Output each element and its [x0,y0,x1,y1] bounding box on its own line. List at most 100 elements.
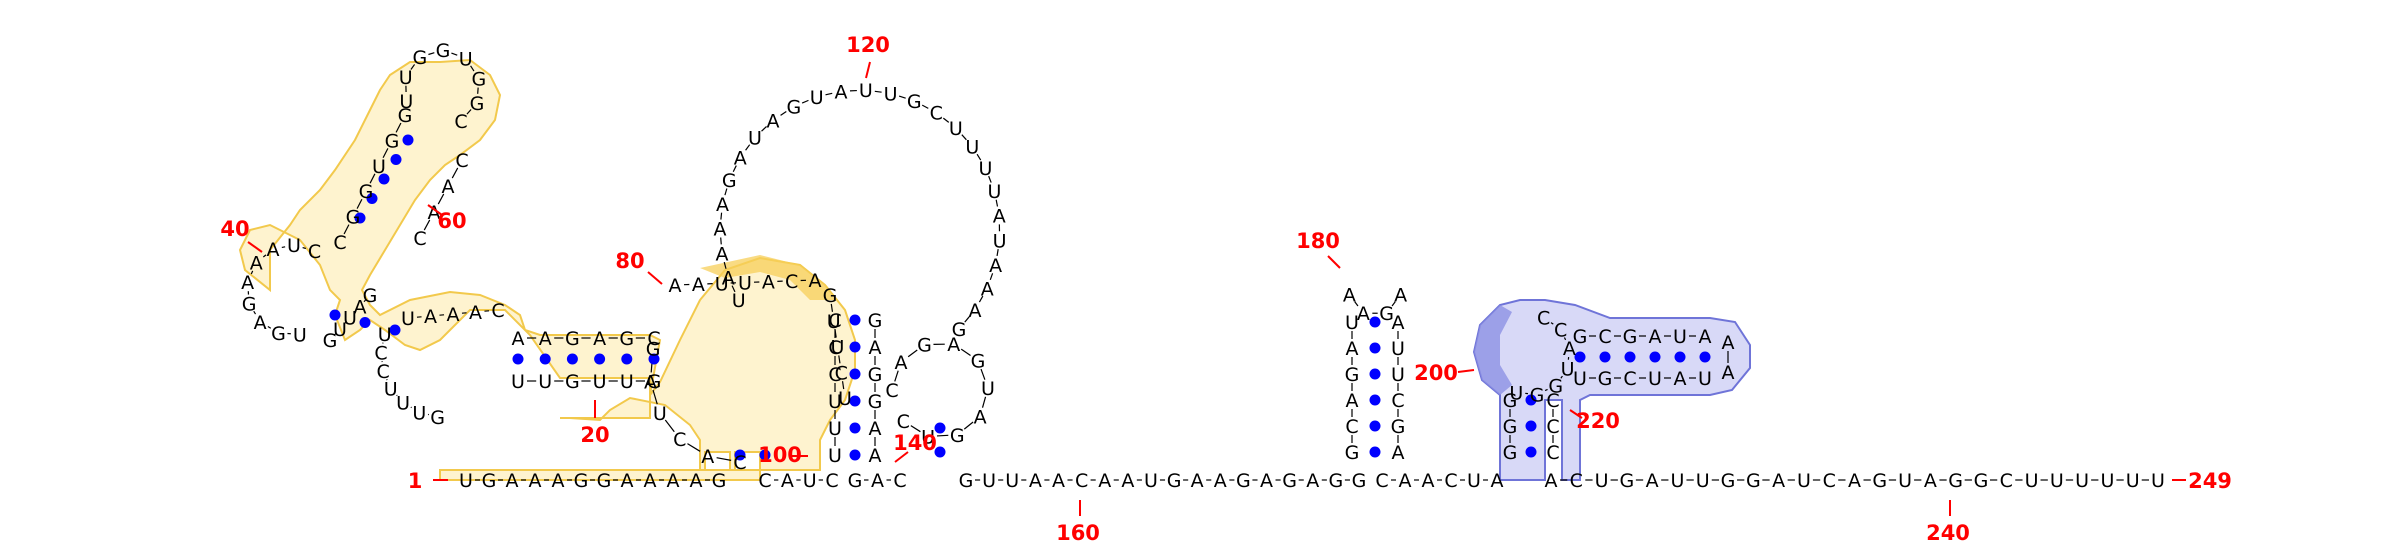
position-tick [865,61,871,79]
nucleotide: G [412,47,427,69]
backbone-link [395,122,402,133]
nucleotide: C [785,271,798,293]
nucleotide: G [482,470,497,492]
base-pair-dot [1574,351,1586,363]
highlight-region-blue-strong [1474,305,1512,395]
nucleotide: U [1561,359,1575,381]
nucleotide: C [828,310,841,332]
nucleotide: A [974,406,987,428]
position-tick [1569,409,1583,419]
backbone-link [964,316,970,323]
backbone-link [369,173,376,184]
backbone-link [451,167,459,179]
backbone-link [825,92,833,96]
nucleotide: C [376,361,389,383]
nucleotide: C [835,362,848,384]
nucleotide: A [241,272,254,294]
base-pair-dot [359,317,371,328]
nucleotide: G [271,323,286,345]
base-pair-dot [354,212,366,224]
backbone-link [437,193,445,205]
nucleotide: U [803,470,817,492]
backbone-link [910,425,921,433]
nucleotide: A [894,352,907,374]
backbone-link [720,212,723,220]
backbone-link [963,421,974,430]
nucleotide: G [646,339,661,361]
nucleotide: G [346,207,361,229]
nucleotide: A [1214,470,1227,492]
nucleotide: G [565,371,580,393]
backbone-link [841,381,845,390]
nucleotide: A [1394,285,1407,307]
nucleotide: A [809,270,822,292]
nucleotide: U [748,127,762,149]
nucleotide: G [917,335,932,357]
nucleotide: U [1797,470,1811,492]
nucleotide: G [242,294,257,316]
base-pair-dot [849,449,861,461]
nucleotide: A [447,304,460,326]
nucleotide: U [981,378,995,400]
nucleotide: G [868,364,883,386]
nucleotide: G [1236,470,1251,492]
nucleotide: G [1282,470,1297,492]
position-label: 1 [408,469,423,493]
base-pair-dot [849,341,861,353]
nucleotide: U [859,80,873,102]
nucleotide: A [539,328,552,350]
position-tick [427,204,443,216]
base-pair-layer [329,134,1711,461]
nucleotide: A [869,445,882,467]
nucleotide: U [1573,368,1587,390]
nucleotide: U [1595,470,1609,492]
nucleotide: A [701,446,714,468]
nucleotide: C [1546,442,1559,464]
base-pair-dot [1674,351,1686,363]
nucleotide: U [459,470,473,492]
nucleotide: A [692,274,705,296]
backbone-link [428,52,435,56]
backbone-link [921,104,929,109]
nucleotide: C [308,241,321,263]
nucleotide: U [384,378,398,400]
position-label: 160 [1056,521,1100,543]
nucleotide: U [978,158,992,180]
nucleotide: U [1698,368,1712,390]
nucleotide: A [869,418,882,440]
nucleotide: U [827,311,841,333]
position-tick [1457,369,1475,373]
nucleotide: G [1746,470,1761,492]
base-pair-dot [402,134,414,146]
nucleotide: G [1872,470,1887,492]
backbone-link [687,443,701,452]
backbone-link [363,299,367,303]
nucleotide: A [669,275,682,297]
base-pair-dot [734,449,746,461]
nucleotide: G [959,470,974,492]
nucleotide: G [470,93,485,115]
backbone-layer [247,52,2149,481]
base-pair-dot [1369,342,1381,354]
nucleotide: C [413,228,426,250]
backbone-link [724,188,728,196]
nucleotide: A [871,470,884,492]
backbone-link [907,349,918,358]
highlight-region-yellow-domain [238,58,856,481]
base-pair-dot [648,353,660,365]
nucleotide: G [1721,470,1736,492]
base-pair-dot [759,449,771,461]
nucleotide: A [1346,338,1359,360]
nucleotide: G [323,330,338,352]
position-label: 200 [1414,361,1458,385]
backbone-link [664,419,675,433]
nucleotide: G [1345,442,1360,464]
nucleotide: C [885,380,898,402]
nucleotide: G [712,470,727,492]
nucleotide: U [831,337,845,359]
nucleotide: U [593,371,607,393]
nucleotide: A [993,205,1006,227]
nucleotide: G [848,470,863,492]
nucleotide: G [722,170,737,192]
